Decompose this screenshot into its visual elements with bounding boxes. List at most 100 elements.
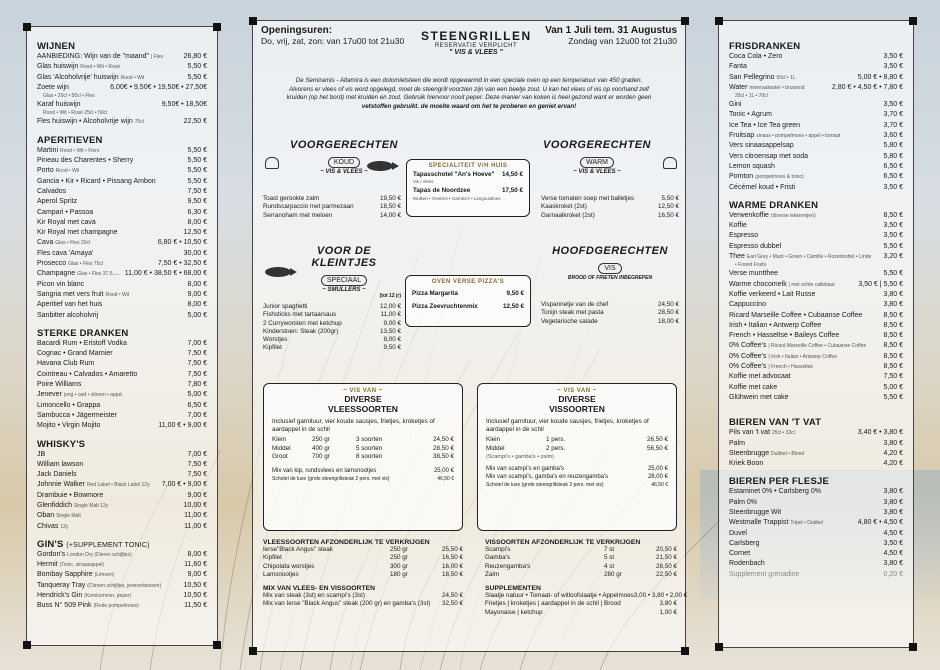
item-name: Cava Glas • Fles 20cl [37,238,90,248]
item-label: Ricard Marseille Coffee • Cubaanse Coffe… [729,311,863,319]
item-weight: 7 st [603,546,615,553]
item-name: Gordon's London Dry (Dieren schijfjes) [37,550,132,560]
item-name: Kir Royal met champagne [37,228,118,238]
item-label: Verwenkoffie [729,211,769,219]
item-label: Hendrick's Gin [37,592,83,600]
item-price: 1,00 € [659,608,677,616]
item-price: 7,50 € [187,471,207,479]
item-label: Carlsberg [729,539,760,547]
item-price: 5,80 € [883,152,903,160]
intro-line: De Semiramis - Altamira is een dolomiets… [295,77,643,84]
size-count: 8 soorten [356,452,383,460]
item-label: Pils van 't vat [729,429,771,437]
item-name: 0% Coffee's | Ricard Marseille Coffee • … [729,341,866,351]
menu-row: Buss N° 509 Pink (Rode pompelmoes)11,50 … [31,601,213,611]
item-label: Martini [37,146,59,154]
item-weight: 280 gr [603,570,622,578]
item-label: Koffie met cake [729,383,778,391]
item-name: Tonijn steak met pasta [541,309,604,317]
item-price: 46,50 € [651,481,668,488]
warm-tagline: ~ VIS & VLEES ~ [573,169,621,175]
item-name: Johnnie Walker Red Label • Black Label 1… [37,480,150,490]
kleintjes-pill: SPECIAAL [320,275,368,286]
item-price: 8,00 € [187,280,207,288]
item-name: JB [37,450,45,460]
menu-row: Fles cava 'Amaya'30,00 € [31,249,213,259]
vlees-box-title1: DIVERSE [344,394,382,404]
kleintjes-title: VOOR DE KLEINTJES [311,245,377,269]
item-price: 3,50 € [883,53,903,60]
item-name: Fruitsap sinaas • pompelmoes • appel • t… [729,131,840,141]
item-subtext: jong • oud • citroen • appel [63,392,123,399]
item-price: 3,50 € [883,222,903,230]
item-price: 9,50 € [506,290,524,297]
item-label: Koffie met advocaat [729,373,791,381]
item-name: San Pellegrino 50cl • 1L [729,73,796,83]
item-price: 8,00 € [187,218,207,226]
item-subtext: 75cl [134,119,144,126]
item-price: 2,80 € • 4,50 € • 7,80 € [831,83,903,91]
item-name: Warme chocomelk | met echte callebaut [729,280,835,290]
item-price: 9,00 € [187,290,207,298]
item-label: Mojito • Virgin Mojito [37,422,101,430]
item-price: 7,00 € [187,411,207,419]
menu-row: Gordon's London Dry (Dieren schijfjes)8,… [31,550,213,560]
item-price: 13,50 € [379,327,401,335]
item-name: Mix van steak (3st) en scampi's (3st) [263,592,365,600]
item-subtext: Tripel • Dubbel [790,520,824,527]
item-name: Mix van scampi's, gamba's en reuzengamba… [486,473,609,480]
item-label: Cava [37,239,54,247]
section-title-sterke-dranken: STERKE DRANKEN [37,327,129,339]
menu-row: Estaminet 0% • Carlsberg 0%3,80 € [723,487,909,497]
item-price: 5,50 € [187,157,207,165]
item-name: Prosecco Glas • Fles 75cl [37,259,103,269]
item-name: Kriek Boon [729,459,763,469]
item-price: 5,50 € [187,73,207,81]
hoofd-tagline: BROOD OF FRIETEN INBEGREPEN [567,275,653,281]
item-label: Espresso dubbel [729,242,782,250]
item-price: 14,50 € [501,171,523,178]
item-price: 22,50 € [655,570,677,578]
item-label: Glenfiddich [37,501,73,509]
item-label: Aperol Spritz [37,198,78,206]
item-label: Tanqueray Tray [37,581,86,589]
item-weight: 300 gr [389,562,408,570]
item-weight: 5 st [603,554,615,562]
item-name: Oban Single Malt [37,511,81,521]
summer-hours-title: Van 1 Juli tem. 31 Augustus [545,25,677,36]
item-name: Koffie met advocaat [729,372,791,382]
menu-row: 0% Coffee's | Ricard Marseille Coffee • … [723,341,909,351]
menu-item: Schotel de luxe (grote steengrillsteak 2… [272,475,454,483]
mix-vlees-vis-list: Mix van steak (3st) en scampi's (3st)24,… [263,592,463,609]
item-subtext: Dubbel • Blond [771,450,805,457]
item-price: 9,00 € [383,319,401,327]
menu-item: Mix van Ierse "Black Angus" steak (200 g… [263,600,463,608]
panel-corner [909,643,917,651]
item-name: Champagne Glas • Fles 37,5cl • 75cl [37,269,121,279]
item-name: Aperitief van het huis [37,300,102,310]
logo-title: STEENGRILLEN [421,29,532,43]
item-price: 5,50 € [661,195,679,202]
item-price: 8,50 € [883,211,903,219]
item-price: 25,50 € [441,546,463,553]
